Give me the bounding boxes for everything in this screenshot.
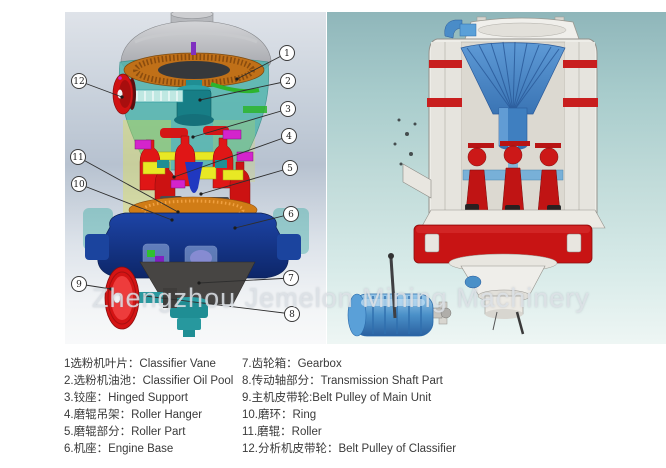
- legend-item: 8.传动轴部分：Transmission Shaft Part: [242, 375, 443, 387]
- drive-motor: [347, 253, 452, 337]
- mill-top-cover: [444, 16, 580, 40]
- right-render-drawing: [347, 16, 606, 337]
- legend-column-right: 7.齿轮箱：Gearbox 8.传动轴部分：Transmission Shaft …: [242, 356, 456, 458]
- legend-item: 5.磨辊部分：Roller Part: [64, 426, 186, 438]
- watermark-text: Zhengzhou Jemelon Mining Machinery: [92, 283, 590, 313]
- legend-column-left: 1选粉机叶片：Classifier Vane 2.选粉机油池：Classifier…: [64, 356, 233, 458]
- classifier-funnel: [460, 41, 566, 150]
- lower-cone: [448, 253, 558, 335]
- feed-pipe-elbow: [444, 19, 463, 39]
- legend-item: 2.选粉机油池：Classifier Oil Pool: [64, 375, 234, 387]
- legend-item: 4.磨辊吊架：Roller Hanger: [64, 409, 203, 421]
- legend-item: 6.机座：Engine Base: [64, 443, 174, 455]
- legend-item: 1选粉机叶片：Classifier Vane: [64, 358, 216, 370]
- top-pin: [191, 42, 196, 55]
- base-ring-band: [413, 209, 606, 264]
- legend-item: 3.铰座：Hinged Support: [64, 392, 189, 404]
- legend-item: 7.齿轮箱：Gearbox: [242, 358, 342, 370]
- legend-item: 12.分析机皮带轮：Belt Pulley of Classifier: [242, 443, 457, 455]
- legend-item: 9.主机皮带轮:Belt Pulley of Main Unit: [242, 392, 432, 404]
- feed-chute: [393, 118, 432, 199]
- legend-item: 10.磨环：Ring: [242, 409, 317, 421]
- legend-item: 11.磨辊：Roller: [242, 426, 322, 438]
- motor-rod: [389, 257, 397, 319]
- right-render-diagram: [327, 12, 666, 344]
